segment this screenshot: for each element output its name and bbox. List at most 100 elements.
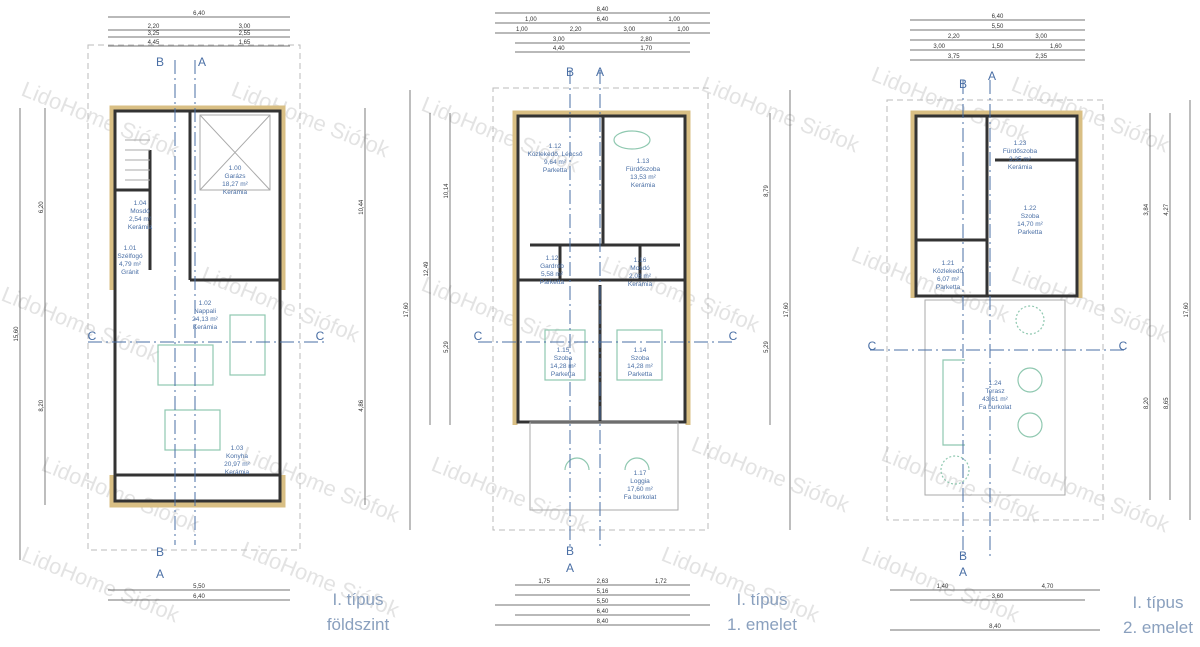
room-area: 13,53 m²: [630, 174, 656, 181]
room-area: 14,70 m²: [1017, 221, 1043, 228]
room-name: Terasz: [985, 388, 1004, 395]
room-name: Szoba: [1021, 213, 1040, 220]
room-floor: Kerámia: [631, 182, 656, 189]
insulation: [109, 475, 286, 508]
room-num: 1.24: [989, 380, 1002, 387]
watermark-text: LidoHome Siófok: [18, 76, 184, 162]
insulation: [109, 105, 286, 290]
tv-unit: [229, 314, 266, 376]
room-area: 20,97 m²: [224, 461, 250, 468]
dimension-value: 5,50: [193, 584, 205, 590]
watermark-text: LidoHome Siófok: [0, 281, 164, 367]
room-num: 1.23: [1014, 140, 1027, 147]
plan-title-type: I. típus: [332, 590, 383, 609]
section-marker-a: A: [156, 567, 164, 581]
room-floor: Parketta: [551, 371, 576, 378]
section-marker-a: A: [566, 561, 574, 575]
room-area: 14,28 m²: [550, 363, 576, 370]
section-marker-b: B: [566, 65, 574, 79]
dimension-value: 17,60: [1184, 302, 1190, 318]
room-name: Loggia: [630, 478, 650, 485]
room-area: 6,07 m²: [937, 276, 960, 283]
dimension-value: 15,60: [14, 326, 20, 342]
room-area: 14,28 m²: [627, 363, 653, 370]
loggia-chairs: [564, 457, 650, 471]
dimension-value: 1,65: [239, 40, 251, 46]
dimension-value: 4,27: [1164, 203, 1170, 215]
dimension-value: 4,40: [553, 46, 565, 52]
section-marker-b: B: [959, 77, 967, 91]
plant: [940, 455, 970, 485]
room-name: Garázs: [225, 173, 247, 180]
dimension-value: 2,20: [570, 27, 582, 33]
room-area: 9,64 m²: [544, 159, 567, 166]
room-floor: Parketta: [936, 284, 961, 291]
dimension-value: 1,75: [538, 579, 550, 585]
sofa: [157, 344, 214, 386]
dining-table: [164, 409, 221, 451]
dimension-value: 1,70: [640, 46, 652, 52]
dimension-value: 1,40: [937, 584, 949, 590]
dimension-value: 2,35: [1035, 54, 1047, 60]
room-num: 1.21: [942, 260, 955, 267]
dimension-value: 1,00: [525, 17, 537, 23]
dimension-value: 8,65: [1164, 397, 1170, 409]
section-marker-c: C: [88, 329, 97, 343]
room-name: Konyha: [226, 453, 248, 460]
outer-wall: [113, 109, 282, 503]
stairs: [125, 139, 150, 181]
room-floor: Parketta: [1018, 229, 1043, 236]
watermark-text: LidoHome Siófok: [238, 441, 404, 527]
room-floor: Kerámia: [1008, 164, 1033, 171]
room-name: Szélfogó: [117, 253, 143, 260]
watermark-text: LidoHome Siófok: [38, 451, 204, 537]
room-name: Közlekedő: [933, 268, 964, 275]
watermark-text: LidoHome Siófok: [698, 71, 864, 157]
bed: [616, 329, 663, 381]
room-floor: Parketta: [540, 279, 565, 286]
plan-title-level: földszint: [327, 615, 390, 634]
room-floor: Fa burkolat: [624, 494, 657, 501]
section-marker-a: A: [988, 69, 996, 83]
room-num: 1.15: [557, 347, 570, 354]
room-num: 1.03: [231, 445, 244, 452]
dimension-value: 10,44: [359, 199, 365, 215]
plan-title-level: 1. emelet: [727, 615, 797, 634]
room-floor: Parketta: [628, 371, 653, 378]
room-name: Nappali: [194, 308, 216, 315]
watermark-text: LidoHome Siófok: [238, 536, 404, 622]
dimension-value: 5,29: [444, 341, 450, 353]
dimension-value: 6,40: [193, 11, 205, 17]
dimension-value: 6,40: [992, 14, 1004, 20]
watermark-text: LidoHome Siófok: [1008, 261, 1174, 347]
dimension-value: 2,80: [640, 37, 652, 43]
dimension-value: 8,79: [764, 185, 770, 197]
dimension-value: 2,20: [148, 24, 160, 30]
dimension-value: 5,50: [992, 24, 1004, 30]
room-num: 1.22: [1024, 205, 1037, 212]
section-marker-c: C: [316, 329, 325, 343]
dimension-value: 4,45: [148, 40, 160, 46]
dimension-value: 3,25: [148, 31, 160, 37]
watermark-text: LidoHome Siófok: [848, 241, 1014, 327]
section-marker-b: B: [566, 544, 574, 558]
room-num: 1.01: [124, 245, 137, 252]
stairwell-void: [199, 114, 271, 191]
room-name: Fürdőszoba: [626, 166, 661, 173]
section-marker-c: C: [474, 329, 483, 343]
terrace-chair: [1017, 367, 1043, 393]
dimension-value: 3,00: [933, 44, 945, 50]
room-num: 1.00: [229, 165, 242, 172]
room-area: 17,60 m²: [627, 486, 653, 493]
plan-title-level: 2. emelet: [1123, 618, 1193, 637]
room-area: 4,79 m²: [119, 261, 142, 268]
inner-walls: [115, 111, 280, 477]
